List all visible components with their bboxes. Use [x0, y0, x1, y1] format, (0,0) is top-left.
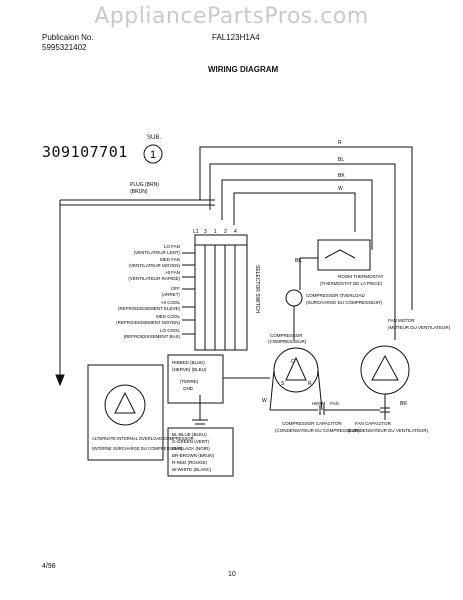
wire-w-compressor: W — [262, 398, 267, 404]
switch-row: HI FAN — [165, 270, 180, 275]
switch-row: LO COOL — [160, 328, 181, 333]
wire-label-bl: BL — [338, 157, 344, 163]
color-key-item: W-WHITE (BLANC) — [172, 467, 212, 472]
diagram-title: WIRING DIAGRAM — [208, 65, 279, 74]
switch-row: (ARRET) — [162, 292, 181, 297]
selector-switch-box — [194, 234, 248, 351]
color-key-item: BK-BLACK (NOIR) — [172, 446, 210, 451]
wire-bk-thermostat: BK — [295, 258, 302, 264]
switch-row: LO FAN — [164, 244, 180, 249]
compressor-capacitor-label-fr: (CONDENSATEUR DU COMPRESSEUR) — [275, 428, 360, 433]
compressor-capacitor-label: COMPRESSOR CAPACITOR — [282, 421, 342, 426]
fan-capacitor-label-fr: (CONDENSATEUR DU VENTILATEUR) — [348, 428, 429, 433]
thermostat-box — [317, 239, 371, 271]
color-key-item: BR-BROWN (BRUN) — [172, 453, 214, 458]
switch-row: (REFROIDISSEMENT BAS) — [124, 334, 181, 339]
color-key-box — [167, 427, 234, 477]
switch-row: (REFROIDISSEMENT MOYEN) — [116, 320, 180, 325]
compressor-label-fr: (COMPRESSEUR) — [268, 339, 307, 344]
wire-br-fan: BR — [400, 401, 407, 407]
ribbed-label: RIBBED (BLUE) — [172, 360, 205, 365]
plug-arrow — [55, 374, 65, 387]
switch-row: MED FAN — [160, 257, 180, 262]
plug-label: PLUG (BRN) — [130, 182, 159, 188]
terminal-4: 2 — [224, 229, 227, 235]
footer-page: 10 — [228, 571, 236, 578]
ground-abbr: GND — [183, 386, 194, 391]
sub-circle — [143, 144, 163, 164]
thermostat-label: ROOM THERMOSTAT — [338, 274, 384, 279]
switch-row: (VENTILATEUR MOYEN) — [129, 263, 181, 268]
switch-row: HI COOL — [161, 300, 180, 305]
wire-red — [199, 146, 413, 310]
terminal-3: 1 — [214, 229, 217, 235]
fan-motor-circle — [360, 345, 410, 395]
terminal-herm: HERM — [312, 401, 326, 406]
publication-label: Publicaion No. — [42, 33, 94, 42]
switch-row: OFF — [171, 286, 180, 291]
switch-row: MED COOL — [156, 314, 181, 319]
fan-capacitor-label: FAN CAPACITOR — [355, 421, 392, 426]
sub-label: SUB. — [146, 135, 161, 141]
wire-label-r: R — [338, 140, 342, 146]
plug-label-fr: (BRUN) — [130, 189, 148, 195]
watermark: AppliancePartsPros.com — [94, 4, 369, 29]
overload-label-fr: (SURCHARGE DU COMPRESSEUR) — [306, 300, 383, 305]
terminal-2: 3 — [204, 229, 207, 235]
wire-label-w: W — [338, 186, 343, 192]
color-key-item: BL-BLUE (BLEU) — [172, 432, 207, 437]
ribbed-ground-box — [167, 354, 224, 404]
terminal-r: R — [308, 381, 312, 387]
alternate-label-fr: (INTERNE SURCHARGE DU COMPRESSEUR) — [92, 446, 183, 451]
model-number: FAL123H1A4 — [212, 33, 260, 42]
terminal-fan: FAN — [330, 401, 339, 406]
alternate-label: ALTERNATE INTERNAL OVERLOAD COMPRESSOR — [92, 436, 194, 441]
terminal-1: L1 — [193, 229, 199, 235]
color-key-item: G-GREEN (VERT) — [172, 439, 210, 444]
terminal-c: C — [291, 359, 295, 365]
selector-switch-label: SELECTOR SWITCH — [254, 265, 260, 313]
overload-circle — [285, 289, 303, 307]
ribbed-label-fr: (NERVE) (BLEU) — [172, 367, 207, 372]
sub-number: 1 — [150, 149, 156, 161]
compressor-label: COMPRESSOR — [270, 333, 303, 338]
publication-number: 5995321402 — [42, 43, 87, 52]
ground-label: (TERRE) — [180, 379, 199, 384]
compressor-windings — [285, 356, 307, 381]
wire-white — [233, 192, 356, 232]
fan-motor-label: FAN MOTOR — [388, 318, 415, 323]
fan-motor-label-fr: (MOTEUR DU VENTILATEUR) — [388, 325, 451, 330]
wire-blue — [209, 163, 396, 340]
alternate-overload-box — [87, 364, 164, 461]
wire-label-bk: BK — [338, 173, 345, 179]
overload-label: COMPRESSOR OVERLOAD — [306, 293, 366, 298]
switch-row: (REFROIDISSEMENT ELEVE) — [118, 306, 180, 311]
color-key-item: R-RED (ROUGE) — [172, 460, 207, 465]
thermostat-contact — [324, 249, 356, 259]
thermostat-label-fr: (THERMOSTAT DE LA PIECE) — [320, 281, 383, 286]
terminal-5: 4 — [234, 229, 237, 235]
switch-row: (VENTILATEUR RAPIDE) — [128, 276, 180, 281]
part-number: 309107701 — [42, 143, 128, 161]
alternate-compressor-circle — [104, 384, 146, 426]
terminal-s: S — [281, 381, 285, 387]
footer-date: 4/98 — [42, 563, 56, 570]
switch-row: (VENTILATEUR LENT) — [134, 250, 181, 255]
wire-black — [221, 179, 373, 250]
